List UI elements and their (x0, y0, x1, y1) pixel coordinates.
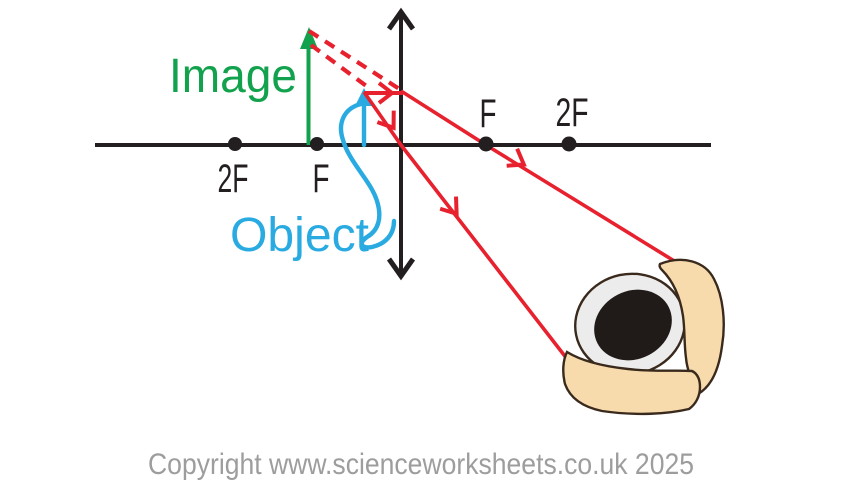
ray-arrowhead-icon (506, 147, 527, 168)
ray-arrowhead-icon (376, 110, 396, 131)
ray-refracted-through-f (400, 89, 685, 269)
eye-pupil (594, 289, 672, 361)
right-2f-label: 2F (556, 91, 589, 135)
lower-eyelid (562, 350, 702, 416)
ray-arrowhead-icon (377, 81, 396, 105)
ray-parallel-to-axis (364, 81, 403, 105)
object-label: Object (230, 209, 369, 262)
image-arrow (300, 27, 318, 145)
image-arrowhead-icon (300, 27, 318, 49)
left-f-label: F (313, 157, 330, 201)
image-label: Image (169, 50, 297, 103)
lens-arrow-top-icon (386, 7, 416, 31)
object-callout-curve (338, 101, 397, 250)
ray-arrowhead-icon (439, 196, 459, 217)
focal-point-dot-right-2f (561, 136, 577, 152)
focal-point-dot-left-2f (228, 137, 242, 151)
focal-point-dot-left-f (310, 137, 324, 151)
lens-arrow-bottom-icon (386, 257, 416, 281)
ray-through-lens-centre (362, 90, 573, 366)
virtual-ray-dashed-upper (307, 29, 403, 92)
copyright-text: Copyright www.scienceworksheets.co.uk 20… (148, 448, 694, 480)
eye-illustration (562, 258, 725, 416)
virtual-ray-dashed-lower (309, 43, 371, 90)
right-f-label: F (480, 92, 497, 136)
object-arrow (355, 88, 373, 148)
left-2f-label: 2F (218, 157, 249, 201)
focal-point-dot-right-f (478, 136, 494, 152)
